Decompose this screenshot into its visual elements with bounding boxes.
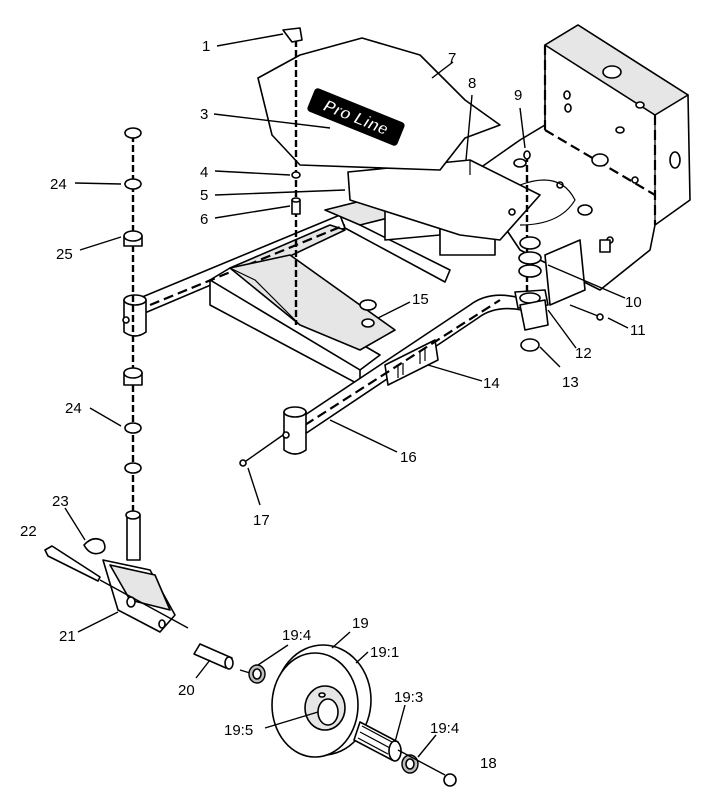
callout-24-upper: 24 [50, 176, 67, 193]
callout-7: 7 [448, 50, 456, 67]
callout-13: 13 [562, 374, 579, 391]
spring-clip [83, 537, 106, 555]
callout-21: 21 [59, 628, 76, 645]
caster-wheel [239, 644, 372, 758]
callout-18: 18 [480, 755, 497, 772]
main-frame [122, 214, 523, 455]
floor-plate [229, 254, 396, 351]
wheel-bearing-right [401, 754, 419, 774]
axle-tube [353, 721, 402, 762]
axle-spacer [193, 643, 234, 670]
callout-10: 10 [625, 294, 642, 311]
callout-14: 14 [483, 375, 500, 392]
callout-25: 25 [56, 246, 73, 263]
mounting-housing [469, 24, 691, 291]
callout-19-5: 19:5 [224, 722, 253, 739]
pivot-stack [514, 150, 604, 352]
callout-19-4-left: 19:4 [282, 627, 311, 644]
callout-8: 8 [468, 75, 476, 92]
callout-4: 4 [200, 164, 208, 181]
callout-17: 17 [253, 512, 270, 529]
axle-nut [397, 749, 457, 787]
callout-6: 6 [200, 211, 208, 228]
callout-19-1: 19:1 [370, 644, 399, 661]
vertical-bolt [282, 27, 303, 325]
callout-labels: 1 3 4 5 6 7 8 9 10 11 12 13 14 15 16 17 … [20, 38, 646, 772]
caster-spindle-stack [123, 127, 143, 520]
bracket-plate [347, 159, 541, 241]
leader-lines [64, 33, 629, 758]
callout-9: 9 [514, 87, 522, 104]
callout-3: 3 [200, 106, 208, 123]
callout-19-4-right: 19:4 [430, 720, 459, 737]
callout-19: 19 [352, 615, 369, 632]
wheel-bearing-left [248, 664, 266, 684]
callout-23: 23 [52, 493, 69, 510]
callout-12: 12 [575, 345, 592, 362]
fork-bolt [44, 545, 189, 629]
callout-11: 11 [630, 322, 646, 339]
callout-5: 5 [200, 187, 208, 204]
callout-1: 1 [202, 38, 210, 55]
caster-fork [102, 510, 176, 633]
callout-24-lower: 24 [65, 400, 82, 417]
callout-16: 16 [400, 449, 417, 466]
callout-15: 15 [412, 291, 429, 308]
callout-22: 22 [20, 523, 37, 540]
grease-fitting [239, 434, 284, 467]
seat-plate: Pro Line [257, 37, 501, 171]
callout-19-3: 19:3 [394, 689, 423, 706]
callout-20: 20 [178, 682, 195, 699]
